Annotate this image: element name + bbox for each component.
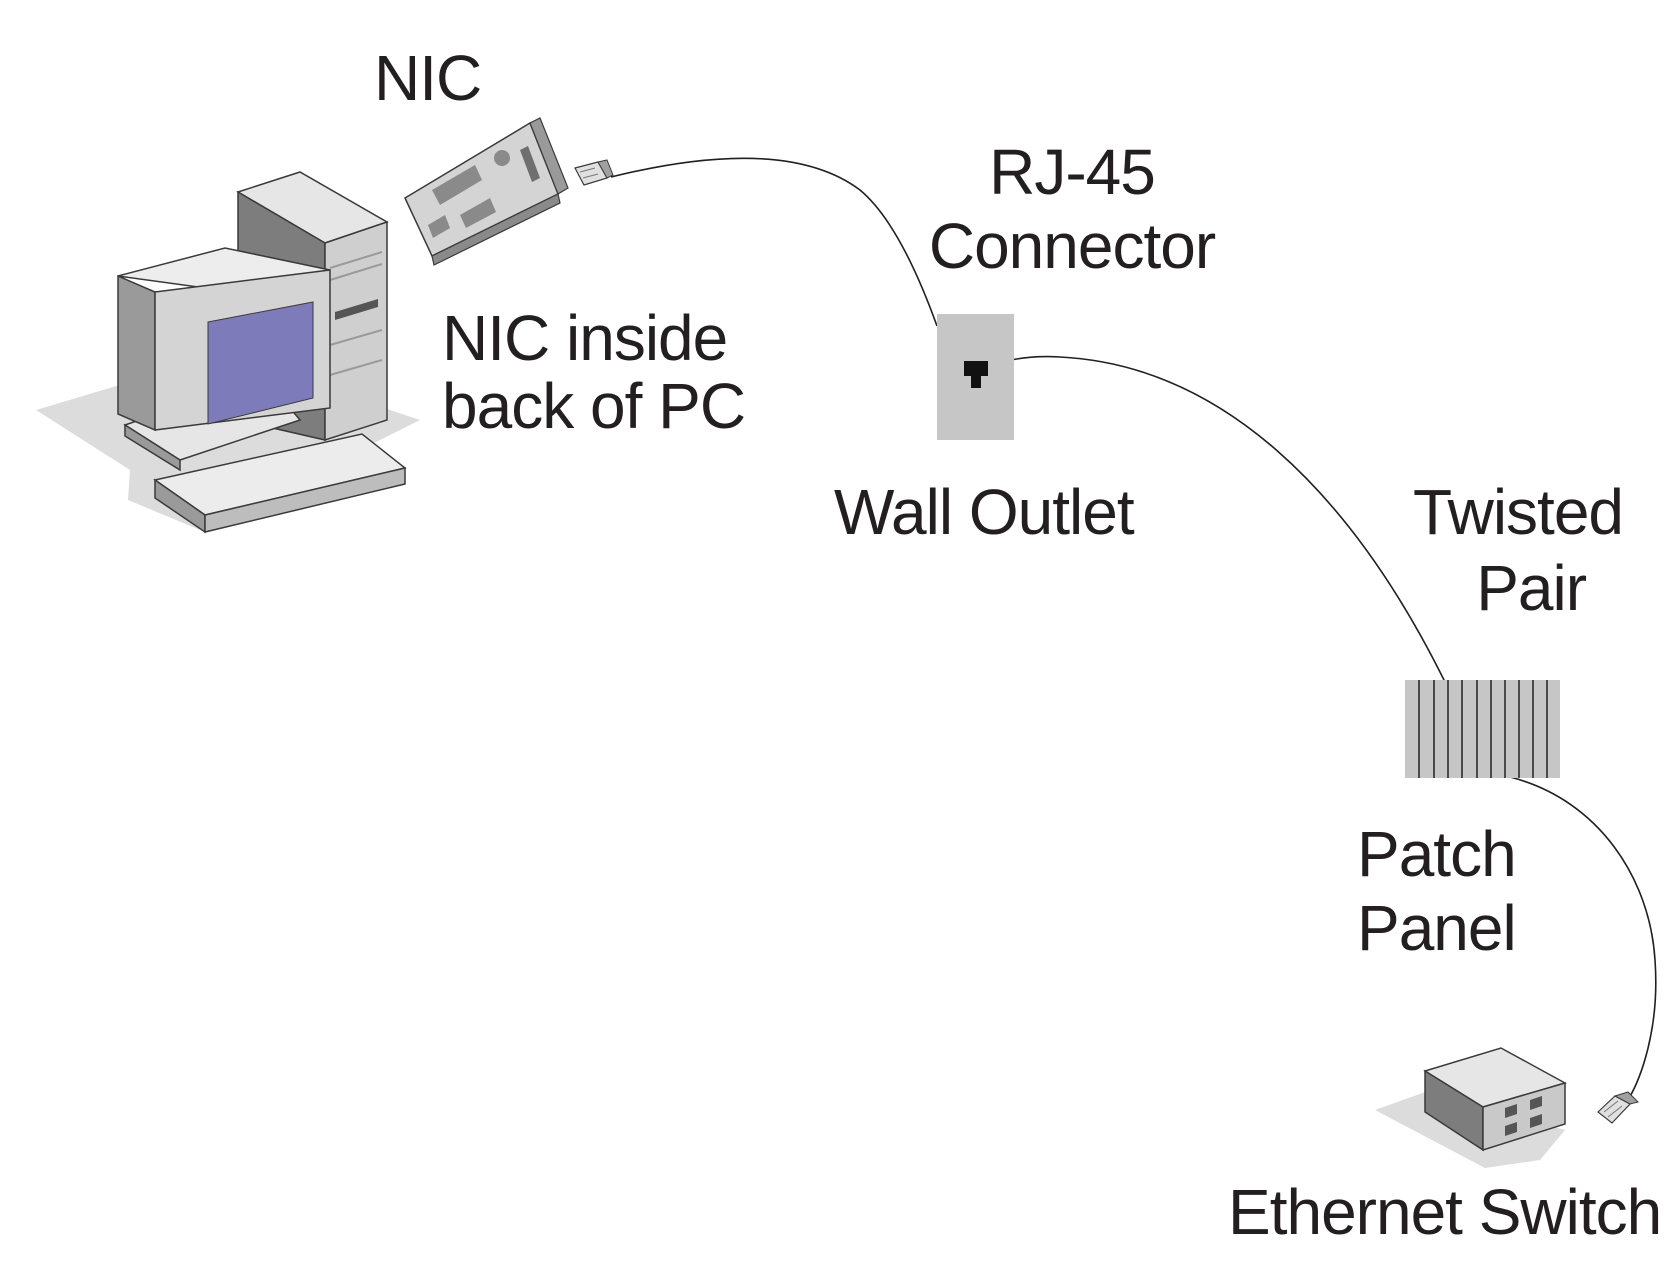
patch-panel-icon	[1405, 680, 1560, 778]
ethernet-switch-icon	[1375, 1047, 1567, 1168]
cable-nic-to-outlet	[610, 157, 938, 327]
pc-icon	[36, 171, 420, 534]
nic-card-icon	[404, 117, 569, 266]
cables	[610, 157, 1657, 1101]
wall-outlet-label: Wall Outlet	[834, 476, 1135, 548]
twisted-pair-label-line1: Twisted	[1413, 476, 1623, 548]
rj45-label-line1: RJ-45	[989, 136, 1155, 208]
ethernet-switch-label: Ethernet Switch	[1228, 1176, 1661, 1248]
cable-patch-panel-to-switch	[1509, 776, 1657, 1101]
rj45-plug-icon	[574, 159, 614, 186]
nic-label: NIC	[374, 42, 481, 114]
patch-panel-label-line1: Patch	[1357, 818, 1516, 890]
nic-inside-label-line2: back of PC	[442, 370, 745, 442]
patch-panel-label-line2: Panel	[1357, 892, 1516, 964]
rj45-plug-switch-icon	[1597, 1091, 1639, 1124]
rj45-label-line2: Connector	[929, 210, 1216, 282]
nic-inside-label-line1: NIC inside	[442, 302, 727, 374]
cable-outlet-to-patch-panel	[981, 355, 1446, 683]
wall-outlet-icon	[937, 314, 1014, 440]
twisted-pair-label-line2: Pair	[1476, 552, 1587, 624]
